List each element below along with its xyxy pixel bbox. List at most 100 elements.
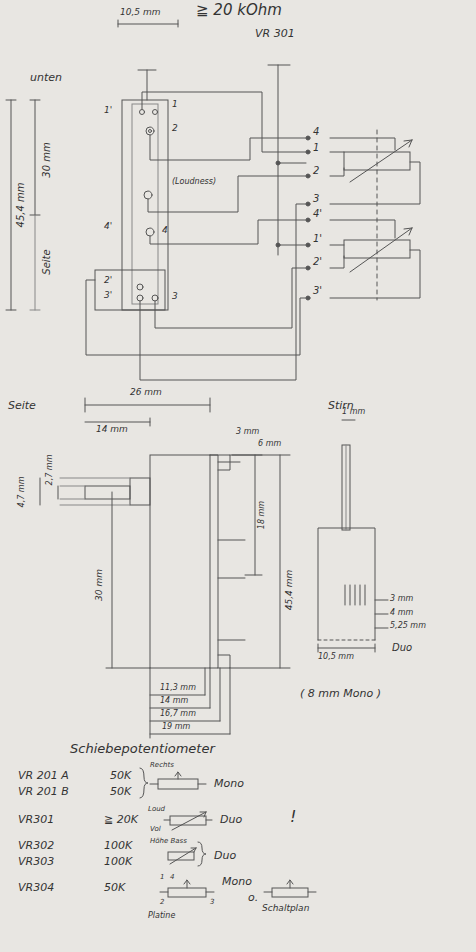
sketch-label: 11,3 mm — [160, 684, 196, 693]
slider-body-strip — [210, 455, 230, 668]
sketch-label: 26 mm — [130, 388, 162, 398]
dimension-label: 45,4 mm — [285, 570, 295, 610]
dimension-line — [318, 644, 375, 652]
footprint-outline — [122, 100, 168, 310]
sketch-label: 3 — [210, 899, 214, 907]
dimension-line — [230, 455, 290, 668]
wire — [148, 176, 306, 212]
extension-line — [60, 478, 130, 505]
dimension-line — [342, 420, 355, 421]
wire — [155, 268, 306, 328]
sketch-label: 3 — [172, 292, 178, 302]
sketch-label: o. — [248, 892, 258, 904]
sketch-label: Platine — [148, 912, 175, 921]
footprint-inner — [132, 104, 158, 304]
wire — [330, 138, 420, 204]
sketch-label: 4 mm — [390, 609, 413, 618]
sketch-label: 14 mm — [96, 425, 128, 435]
dimension-label: 18 mm — [258, 501, 267, 529]
brace — [198, 842, 206, 866]
sketch-label: Schiebepotentiometer — [70, 742, 215, 756]
sketch-label: ≧ 20 kOhm — [196, 2, 282, 19]
wire — [150, 135, 306, 160]
dimension-line — [118, 20, 178, 27]
pin — [140, 110, 145, 115]
pin — [218, 462, 245, 640]
potentiometer-symbol — [264, 880, 316, 892]
sketch-label: 4' — [313, 208, 322, 219]
brace — [140, 768, 148, 798]
sketch-label: VR303 — [18, 856, 54, 868]
sketch-label: VR 201 A — [18, 770, 69, 782]
wire — [86, 280, 306, 355]
potentiometer-arrow — [350, 140, 412, 182]
dimension-line — [30, 215, 40, 310]
slider-knob — [85, 486, 130, 499]
sketch-label: 1 — [313, 142, 319, 153]
sketch-label: 3' — [313, 285, 322, 296]
sketch-label: 4 — [162, 226, 168, 236]
sketch-label: Loud — [148, 806, 165, 814]
dimension-line — [375, 600, 388, 628]
sketch-label: 1' — [313, 233, 322, 244]
wire — [150, 220, 306, 244]
sketch-label: Rechts — [150, 762, 174, 770]
sketch-label: 3' — [104, 291, 112, 301]
sketch-label: 14 mm — [160, 697, 188, 706]
sketch-label: 50K — [110, 770, 131, 782]
sketch-label: Duo — [220, 814, 242, 826]
pin — [153, 110, 158, 115]
sketch-label: Duo — [392, 642, 412, 653]
sketch-label: 3 mm — [390, 595, 413, 604]
sketch-label: 1 — [160, 874, 164, 882]
gang-line — [377, 130, 378, 300]
dimension-label: Seite — [41, 249, 52, 274]
pin — [144, 191, 152, 199]
sketch-label: VR302 — [18, 840, 54, 852]
sketch-label: ≧ 20K — [104, 814, 138, 826]
wire — [268, 65, 290, 255]
dimension-line — [85, 398, 210, 412]
sketch-label: 2' — [313, 256, 322, 267]
dimension-label: 30 mm — [41, 142, 52, 177]
dimension-line — [30, 100, 40, 215]
potentiometer-symbol — [160, 880, 214, 892]
sketch-label: Seite — [8, 400, 36, 412]
sketch-label: 4 — [313, 126, 319, 137]
slider-stem — [342, 445, 350, 530]
wire — [142, 92, 306, 152]
pin — [146, 127, 154, 135]
pin — [137, 295, 143, 301]
sketch-label: 10,5 mm — [318, 653, 354, 662]
potentiometer-symbol — [168, 852, 194, 860]
sketch-label: Höhe Bass — [150, 838, 187, 846]
sketch-label: Vol — [150, 826, 161, 834]
sketch-label: 19 mm — [162, 723, 190, 732]
slider-body — [150, 455, 210, 668]
pin — [345, 585, 365, 605]
sketch-label: 2 — [313, 165, 319, 176]
sketch-label: 2 — [172, 124, 178, 134]
slider-body — [318, 528, 375, 640]
potentiometer-symbol — [170, 816, 206, 825]
potentiometer-symbol — [150, 772, 206, 784]
dimension-line — [150, 668, 230, 738]
sketch-label: 1' — [104, 106, 112, 116]
sketch-label: 4' — [104, 222, 112, 232]
potentiometer-symbol — [168, 888, 206, 897]
potentiometer-symbol — [158, 779, 198, 789]
sketch-label: Mono — [214, 778, 244, 790]
sketch-label: VR 201 B — [18, 786, 69, 798]
pin — [137, 284, 143, 290]
dimension-label: 45,4 mm — [15, 183, 26, 228]
slider-knob — [138, 70, 156, 100]
sketch-label: 5,25 mm — [390, 622, 426, 631]
sketch-label: 3 mm — [236, 428, 259, 437]
sketch-label: 100K — [104, 840, 132, 852]
sketch-label: 10,5 mm — [120, 8, 160, 18]
sketch-label: 2 — [160, 899, 164, 907]
wire — [140, 204, 306, 380]
sketch-label: 1 — [172, 100, 178, 110]
sketch-label: 3 — [313, 193, 319, 204]
potentiometer-symbol — [164, 812, 212, 830]
